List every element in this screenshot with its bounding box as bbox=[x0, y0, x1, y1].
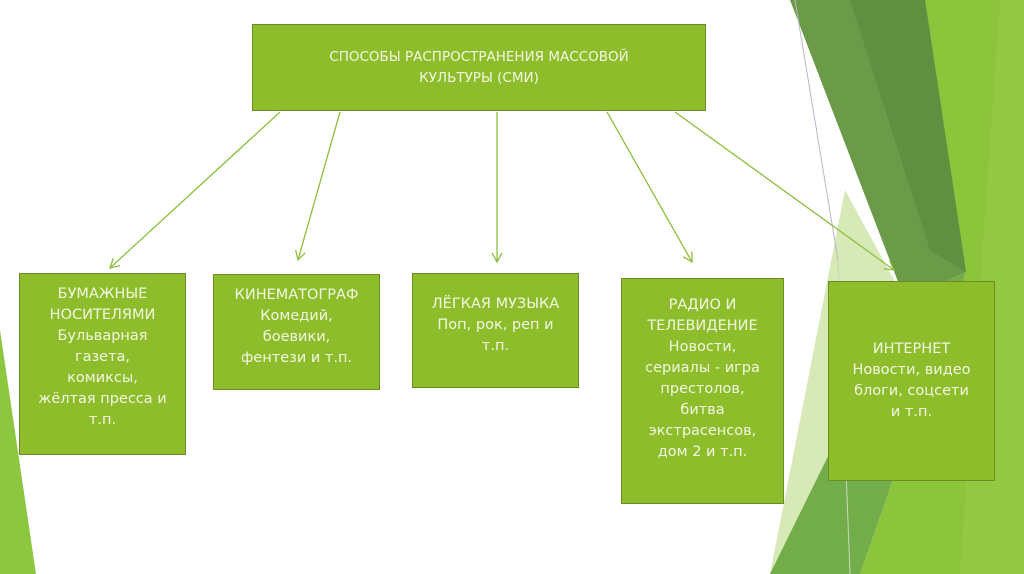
box-heading: ЛЁГКАЯ МУЗЫКА bbox=[431, 296, 560, 312]
box-radio-tv: РАДИО И ТЕЛЕВИДЕНИЕ Новости, сериалы - и… bbox=[621, 278, 784, 504]
box-text: Комедий, боевики, фентези и т.п. bbox=[240, 308, 353, 366]
box-text: Новости, видео блоги, соцсети и т.п. bbox=[852, 362, 971, 420]
box-paper-media: БУМАЖНЫЕ НОСИТЕЛЯМИ Бульварная газета, к… bbox=[19, 273, 186, 455]
arrow-to-paper bbox=[109, 111, 281, 269]
decor-dark-stripe bbox=[850, 0, 966, 272]
box-heading: БУМАЖНЫЕ НОСИТЕЛЯМИ bbox=[49, 286, 156, 323]
box-text: Новости, сериалы - игра престолов, битва… bbox=[645, 339, 760, 460]
arrow-to-radio-tv bbox=[606, 111, 693, 264]
box-heading: КИНЕМАТОГРАФ bbox=[234, 287, 359, 303]
root-title: СПОСОБЫ РАСПРОСТРАНЕНИЯ МАССОВОЙ КУЛЬТУР… bbox=[329, 48, 629, 86]
box-light-music: ЛЁГКАЯ МУЗЫКА Поп, рок, реп и т.п. bbox=[412, 273, 579, 388]
arrow-to-internet bbox=[674, 111, 896, 271]
box-text: Поп, рок, реп и т.п. bbox=[437, 317, 554, 354]
decor-left-green bbox=[0, 330, 36, 574]
box-internet: ИНТЕРНЕТ Новости, видео блоги, соцсети и… bbox=[828, 281, 995, 481]
box-heading: РАДИО И ТЕЛЕВИДЕНИЕ bbox=[647, 297, 758, 334]
arrow-to-cinema bbox=[295, 111, 341, 262]
root-box: СПОСОБЫ РАСПРОСТРАНЕНИЯ МАССОВОЙ КУЛЬТУР… bbox=[252, 24, 706, 111]
box-heading: ИНТЕРНЕТ bbox=[872, 341, 951, 357]
box-text: Бульварная газета, комиксы, жёлтая пресс… bbox=[38, 328, 167, 428]
box-cinema: КИНЕМАТОГРАФ Комедий, боевики, фентези и… bbox=[213, 274, 380, 390]
decor-line bbox=[794, 0, 839, 261]
